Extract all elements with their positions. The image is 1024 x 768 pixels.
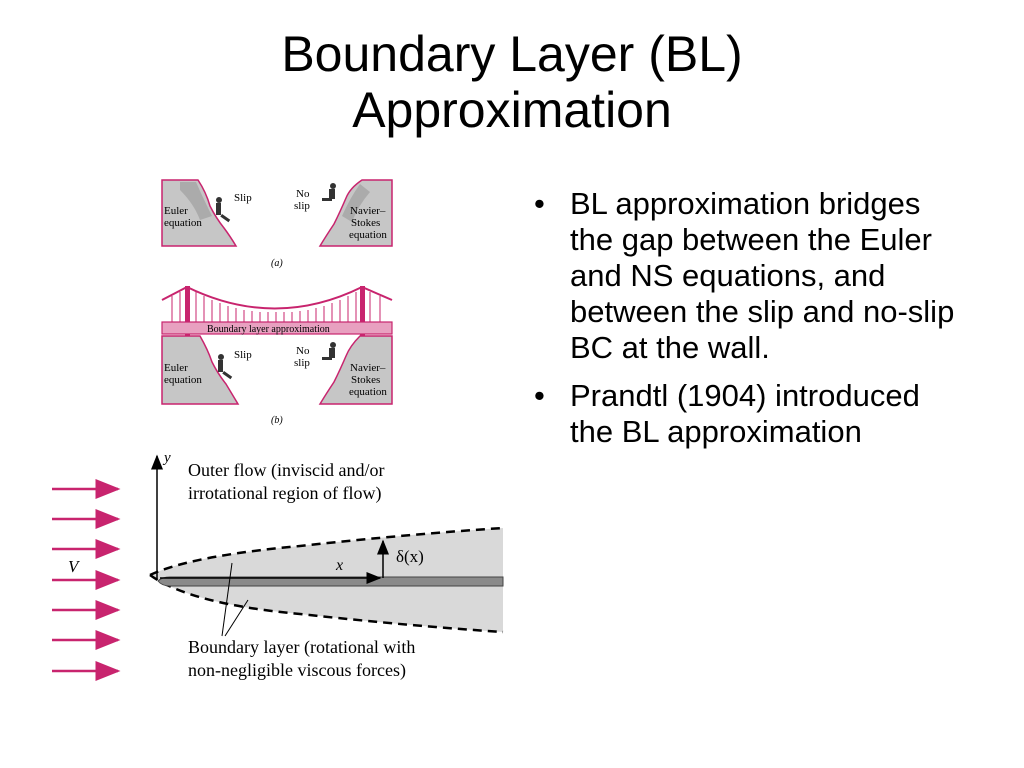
ns-label-b-2: Stokes bbox=[351, 374, 380, 386]
velocity-arrows bbox=[52, 479, 121, 681]
bridge-label: Boundary layer approximation bbox=[207, 324, 330, 335]
bullet-list: BL approximation bridges the gap between… bbox=[534, 186, 964, 462]
bl-edge-lower bbox=[149, 573, 504, 634]
noslip-label-b-2: slip bbox=[294, 357, 310, 369]
figure-c: y x δ(x) V Outer flow (inviscid and/or i… bbox=[52, 450, 504, 681]
ns-label-a-1: Navier– bbox=[350, 205, 386, 217]
bl-leader-2 bbox=[224, 599, 249, 637]
y-axis-label: y bbox=[162, 450, 171, 466]
caption-b: (b) bbox=[271, 415, 283, 426]
bridge-cable bbox=[161, 285, 393, 310]
bl-label-2: non-negligible viscous forces) bbox=[188, 660, 406, 681]
climber-left-b bbox=[218, 354, 233, 380]
title-line-1: Boundary Layer (BL) bbox=[281, 26, 743, 82]
left-cliff-shade-a bbox=[180, 182, 212, 220]
euler-label-b-2: equation bbox=[164, 374, 202, 386]
bl-edge-upper bbox=[149, 526, 504, 577]
ns-label-a-2: Stokes bbox=[351, 217, 380, 229]
noslip-label-a-2: slip bbox=[294, 200, 310, 212]
thickness-label: δ(x) bbox=[396, 547, 424, 566]
bullet-item: Prandtl (1904) introduced the BL approxi… bbox=[534, 378, 964, 450]
euler-label-b-1: Euler bbox=[164, 362, 188, 374]
figure-a: Euler equation Slip No slip Navier– Stok… bbox=[161, 179, 393, 269]
slide-title: Boundary Layer (BL) Approximation bbox=[0, 26, 1024, 138]
ns-label-b-1: Navier– bbox=[350, 362, 386, 374]
bridge-tower-right bbox=[360, 286, 365, 340]
outer-flow-label-2: irrotational region of flow) bbox=[188, 483, 381, 504]
noslip-label-b-1: No bbox=[296, 345, 310, 357]
bridge-hangers bbox=[171, 292, 381, 322]
velocity-label: V bbox=[68, 557, 81, 576]
bullet-item: BL approximation bridges the gap between… bbox=[534, 186, 964, 366]
climber-right-a bbox=[322, 183, 336, 201]
slip-label-b: Slip bbox=[234, 349, 252, 361]
figure-b: Boundary layer approximation Euler equat… bbox=[161, 285, 393, 426]
left-cliff-b bbox=[161, 335, 240, 405]
climber-left-a bbox=[216, 197, 231, 223]
right-cliff-a bbox=[318, 179, 393, 247]
bl-leader-1 bbox=[221, 562, 233, 637]
euler-label-a-1: Euler bbox=[164, 205, 188, 217]
ns-label-a-3: equation bbox=[349, 229, 387, 241]
title-line-2: Approximation bbox=[352, 82, 672, 138]
right-cliff-b bbox=[318, 335, 393, 405]
noslip-label-a-1: No bbox=[296, 188, 310, 200]
euler-label-a-2: equation bbox=[164, 217, 202, 229]
ns-label-b-3: equation bbox=[349, 386, 387, 398]
x-axis-label: x bbox=[335, 557, 343, 574]
slip-label-a: Slip bbox=[234, 192, 252, 204]
right-cliff-shade-a bbox=[342, 184, 370, 222]
outer-flow-label-1: Outer flow (inviscid and/or bbox=[188, 460, 384, 481]
bl-label-1: Boundary layer (rotational with bbox=[188, 637, 415, 658]
climber-right-b bbox=[322, 342, 336, 360]
caption-a: (a) bbox=[271, 258, 283, 269]
bridge-tower-left bbox=[185, 286, 190, 340]
bridge-deck bbox=[161, 321, 393, 335]
